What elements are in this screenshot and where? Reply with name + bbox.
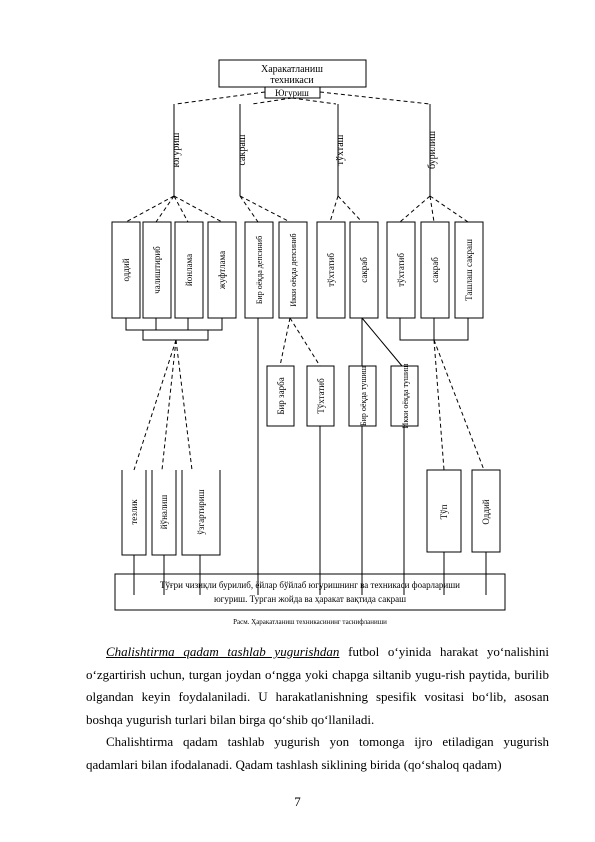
bottom-box-line2: югуриш. Турган жойда ва ҳаракат вақтида … bbox=[214, 594, 406, 604]
level4-label: Тўп bbox=[439, 504, 449, 519]
level4-label: ўзгартириш bbox=[196, 489, 206, 534]
level3-label: Бир зарба bbox=[276, 377, 286, 414]
branch-label-1: югуриш bbox=[171, 132, 182, 167]
branch-label-3: тўхташ bbox=[335, 134, 346, 165]
classification-diagram: Харакатланиш техникаси Югуриш югуриш сак… bbox=[111, 59, 506, 626]
diagram-title-line1: Харакатланиш bbox=[261, 64, 323, 75]
level2-label: чалиштириб bbox=[152, 246, 162, 294]
level2-label: сакраб bbox=[430, 257, 440, 283]
branch-label-2: сакраш bbox=[237, 134, 248, 165]
level2-label: сакраб bbox=[359, 257, 369, 283]
level2-label: Бир оёқда депсиниб bbox=[255, 236, 264, 304]
diagram-subtitle: Югуриш bbox=[275, 88, 309, 98]
bottom-box-line1: Тўғри чизиқли бурилиб, ёйлар бўйлаб югур… bbox=[160, 580, 460, 590]
level4-label: йўналиш bbox=[159, 495, 169, 530]
level2-label: тўхтатиб bbox=[396, 253, 406, 287]
branch-label-4: бурилиш bbox=[427, 131, 438, 169]
level2-label: тўхтатиб bbox=[326, 253, 336, 287]
level3-label: Икки оёқда тушиш bbox=[401, 363, 410, 429]
diagram-caption: Расм. Ҳаракатланиш техникасининг таснифл… bbox=[233, 618, 387, 626]
paragraph-1-lead: Chalishtirma qadam tashlab yugurishdan bbox=[106, 644, 340, 659]
paragraph-1: Chalishtirma qadam tashlab yugurishdan f… bbox=[86, 641, 549, 731]
level3-label: Тўхтатиб bbox=[316, 378, 326, 414]
level2-label: Ташлаш сакраш bbox=[464, 239, 474, 301]
page-number: 7 bbox=[294, 794, 301, 809]
level2-label: жуфтлама bbox=[217, 251, 227, 290]
level4-label: Оддий bbox=[481, 499, 491, 524]
paragraph-1-body: futbol o‘yinida harakat yo‘nalishini o‘z… bbox=[86, 644, 550, 727]
paragraph-2: Chalishtirma qadam tashlab yugurish yon … bbox=[86, 734, 549, 772]
level2-label: оддий bbox=[121, 258, 131, 281]
level3-label: Бир оёқда тушиш bbox=[359, 365, 368, 426]
level4-label: тезлик bbox=[129, 499, 139, 525]
level2-label: Икки оёқда депсиниб bbox=[289, 233, 298, 306]
diagram-title-line2: техникаси bbox=[270, 75, 314, 86]
level2-label: йонлама bbox=[184, 254, 194, 286]
